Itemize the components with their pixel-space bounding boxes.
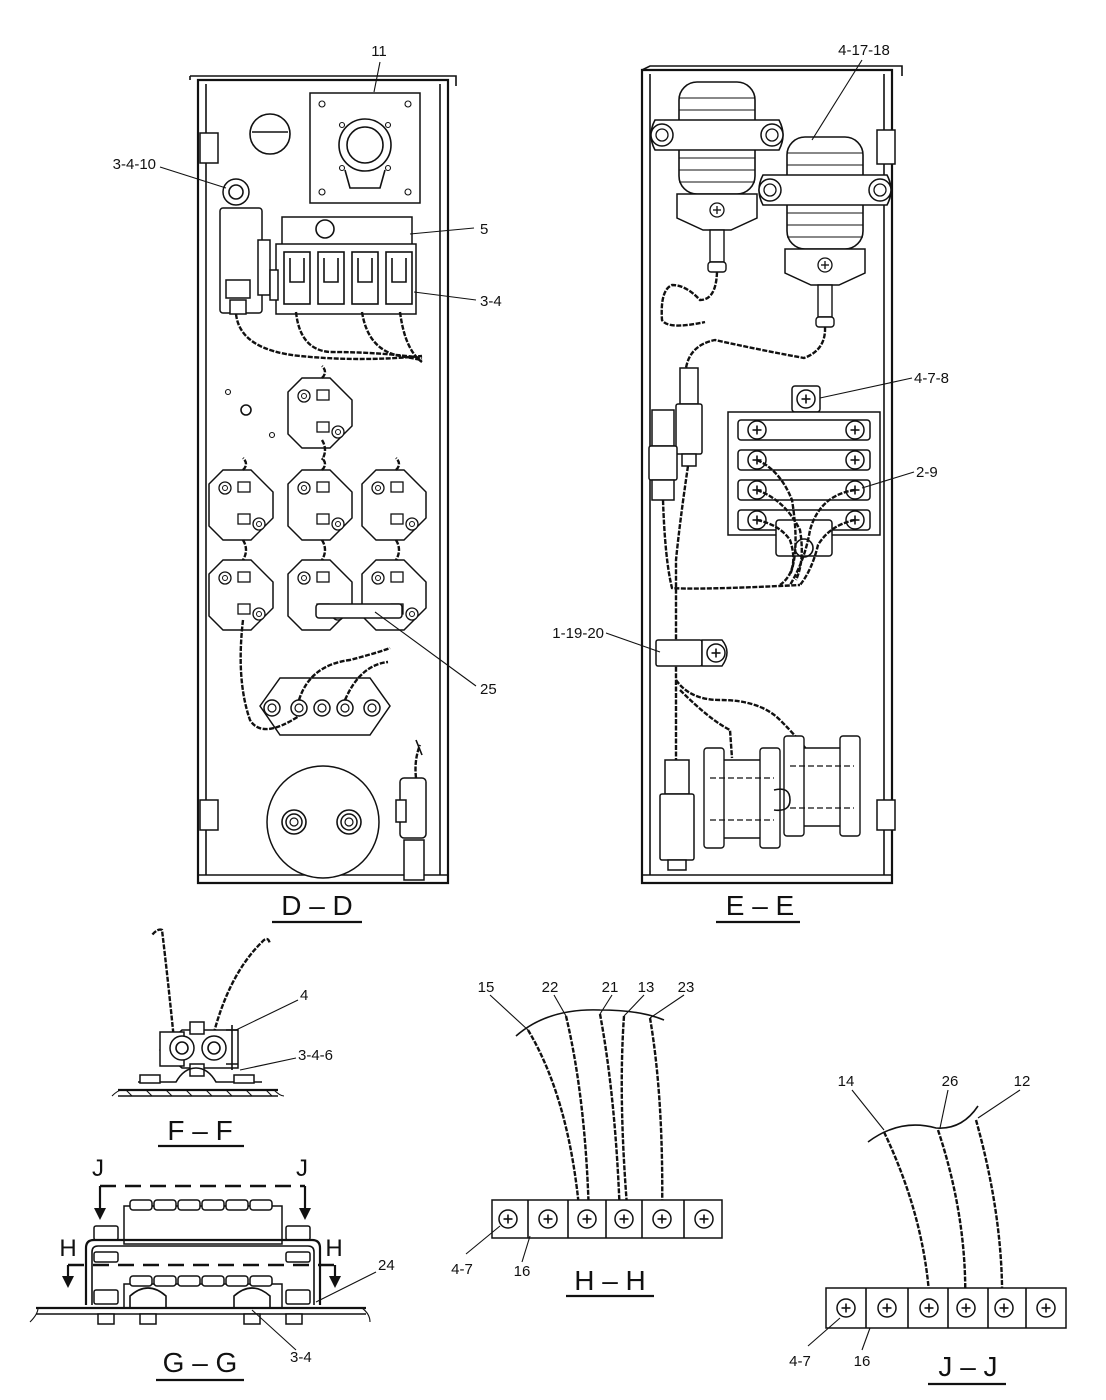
callout-26: 26 <box>942 1073 959 1090</box>
callout-23: 23 <box>678 979 695 996</box>
callout-24: 24 <box>378 1257 395 1274</box>
callout-1-19-20: 1-19-20 <box>552 625 604 642</box>
callout-5: 5 <box>480 221 488 238</box>
view-gg: J J H H 24 <box>29 1155 395 1382</box>
view-title-gg: G – G <box>163 1347 238 1378</box>
section-marker-j-left: J <box>92 1155 104 1182</box>
callout-3-4-10: 3-4-10 <box>113 156 156 173</box>
view-title-hh: H – H <box>574 1265 646 1296</box>
callout-4-7-8: 4-7-8 <box>914 370 949 387</box>
view-title-dd: D – D <box>281 890 353 921</box>
section-marker-j-right: J <box>296 1155 308 1182</box>
callout-11: 11 <box>371 43 387 60</box>
callout-3-4-6: 3-4-6 <box>298 1047 333 1064</box>
view-ee: 4-17-18 4-7-8 2-9 1-19-20 E – E <box>552 42 949 924</box>
callout-25: 25 <box>480 681 497 698</box>
callout-15: 15 <box>478 979 495 996</box>
view-hh: 15 22 21 13 23 4-7 16 H – H <box>451 979 723 1298</box>
callout-3-4: 3-4 <box>480 293 502 310</box>
callout-16-jj: 16 <box>854 1353 871 1370</box>
section-marker-h-right: H <box>325 1235 342 1262</box>
view-title-jj: J – J <box>938 1351 997 1382</box>
callout-16-hh: 16 <box>514 1263 531 1280</box>
callout-3-4-gg: 3-4 <box>290 1349 312 1366</box>
view-dd: 11 3-4-10 5 3-4 25 D – D <box>113 43 502 924</box>
callout-13: 13 <box>638 979 655 996</box>
callout-22: 22 <box>542 979 559 996</box>
callout-4: 4 <box>300 987 308 1004</box>
callout-14: 14 <box>838 1073 855 1090</box>
view-title-ff: F – F <box>167 1115 232 1146</box>
callout-12: 12 <box>1014 1073 1031 1090</box>
callout-4-7-hh: 4-7 <box>451 1261 473 1278</box>
callout-4-7-jj: 4-7 <box>789 1353 811 1370</box>
view-jj: 14 26 12 4-7 16 J – J <box>789 1073 1067 1386</box>
view-title-ee: E – E <box>726 890 794 921</box>
callout-4-17-18: 4-17-18 <box>838 42 890 59</box>
view-ff: 4 3-4-6 F – F <box>111 928 333 1148</box>
callout-2-9: 2-9 <box>916 464 938 481</box>
callout-21: 21 <box>602 979 619 996</box>
section-marker-h-left: H <box>59 1235 76 1262</box>
